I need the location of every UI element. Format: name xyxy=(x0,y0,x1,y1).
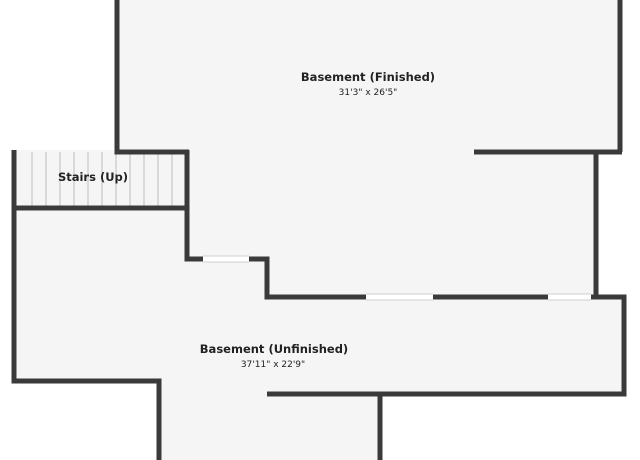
finished-room-name: Basement (Finished) xyxy=(301,70,435,84)
unfinished-room-south-floor xyxy=(159,378,381,460)
unfinished-room-dimensions: 37'11" x 22'9" xyxy=(241,360,305,370)
finished-room-west-wall xyxy=(114,0,189,155)
unfinished-room-east-wall xyxy=(267,294,627,397)
unfinished-room-name: Basement (Unfinished) xyxy=(200,342,348,356)
openings xyxy=(203,255,591,301)
stairs-west-wall xyxy=(11,150,162,460)
unfinished-room-floor xyxy=(15,208,189,381)
floor-fills xyxy=(15,0,624,460)
room-labels: Basement (Finished) 31'3" x 26'5" Stairs… xyxy=(58,70,435,370)
stair-treads xyxy=(31,152,173,206)
unfinished-room-center-floor xyxy=(187,258,269,381)
finished-room-floor xyxy=(117,0,621,153)
stairs-name: Stairs (Up) xyxy=(58,170,128,184)
finished-room-dimensions: 31'3" x 26'5" xyxy=(339,88,398,98)
unfinished-room-east-floor xyxy=(267,296,624,394)
